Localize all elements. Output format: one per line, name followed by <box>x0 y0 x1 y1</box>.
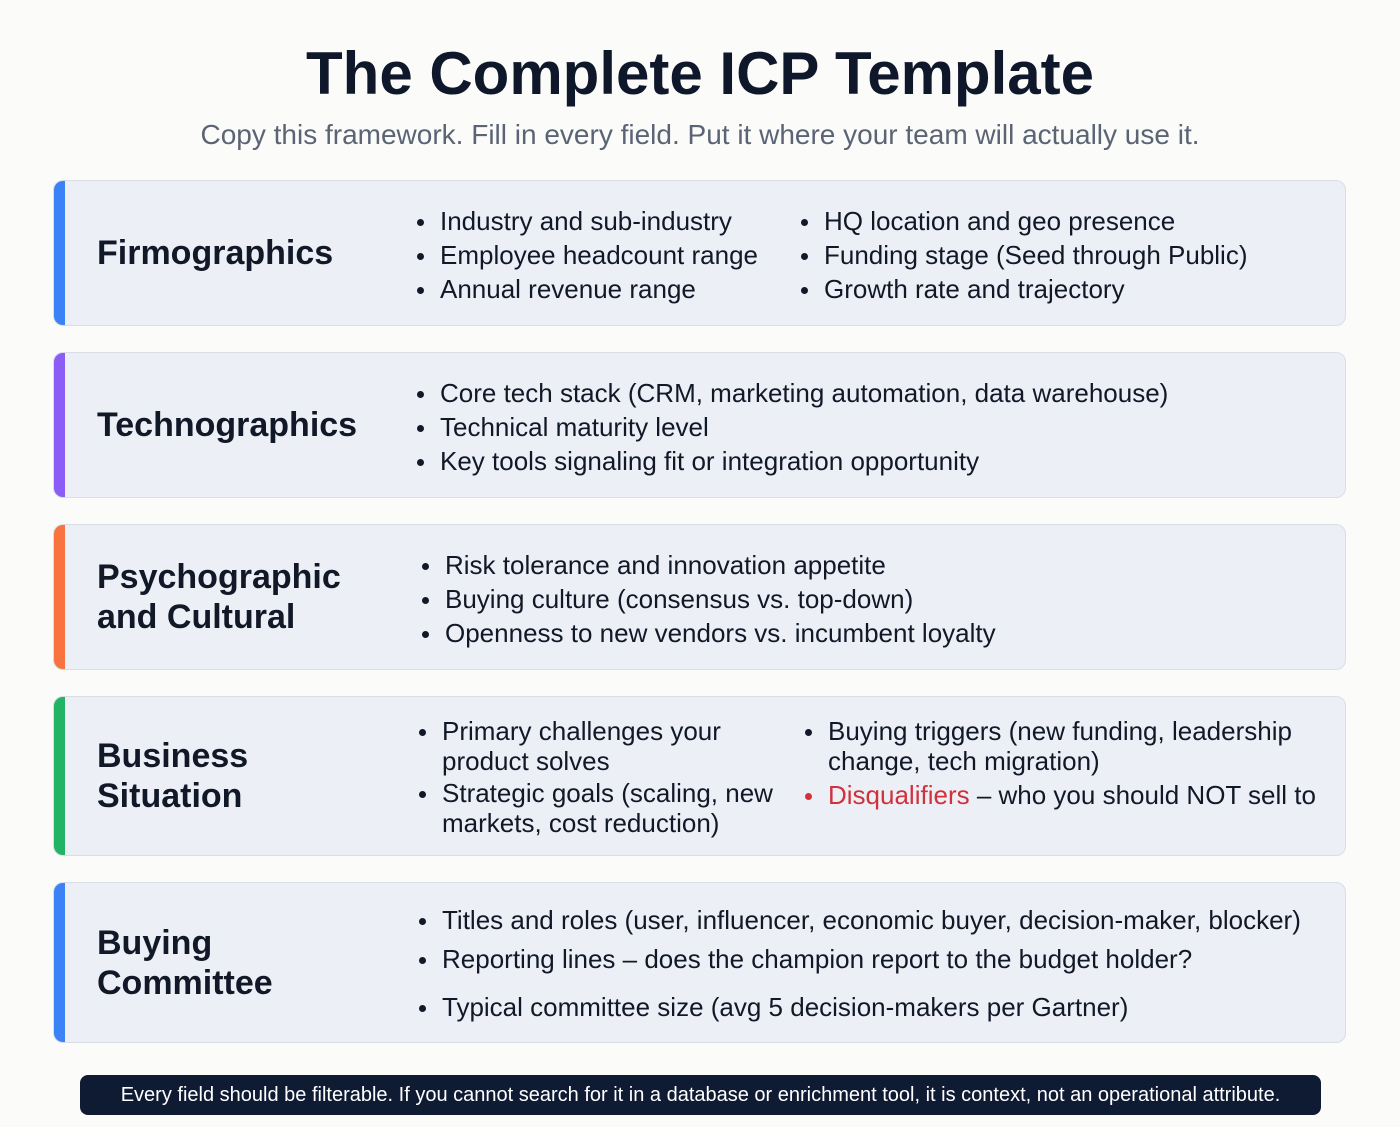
label-line: Business <box>97 737 249 775</box>
field-list-right: Buying triggers (new funding, leadership… <box>803 716 1316 812</box>
field-item: Risk tolerance and innovation appetite <box>420 548 996 582</box>
label-line: Situation <box>97 777 243 815</box>
accent-bar <box>54 181 65 325</box>
section-label: Technographics <box>97 406 358 444</box>
field-list: Risk tolerance and innovation appetite B… <box>420 548 996 650</box>
accent-bar <box>54 697 65 855</box>
section-label: Psychographic and Cultural <box>97 557 341 637</box>
field-item: Growth rate and trajectory <box>799 272 1248 306</box>
field-item: Strategic goals (scaling, new markets, c… <box>417 778 777 838</box>
label-line: Buying <box>97 923 213 962</box>
field-item: Technical maturity level <box>415 410 1168 444</box>
accent-bar <box>54 883 65 1042</box>
page-subtitle: Copy this framework. Fill in every field… <box>200 119 1200 150</box>
footer-note: Every field should be filterable. If you… <box>80 1075 1321 1115</box>
field-item: Employee headcount range <box>415 238 758 272</box>
field-item: Industry and sub-industry <box>415 204 758 238</box>
field-list: Titles and roles (user, influencer, econ… <box>417 903 1301 1024</box>
field-item: Buying culture (consensus vs. top-down) <box>420 582 996 616</box>
disqualifier-highlight: Disqualifiers <box>828 780 970 810</box>
field-list-left: Industry and sub-industry Employee headc… <box>415 204 758 306</box>
field-item: Annual revenue range <box>415 272 758 306</box>
field-list-right: HQ location and geo presence Funding sta… <box>799 204 1248 306</box>
section-technographics: Technographics Core tech stack (CRM, mar… <box>53 352 1346 498</box>
section-label: Firmographics <box>97 234 334 272</box>
field-item: Core tech stack (CRM, marketing automati… <box>415 376 1168 410</box>
section-label: Buying Committee <box>97 923 273 1003</box>
field-item: Buying triggers (new funding, leadership… <box>803 716 1303 776</box>
accent-bar <box>54 353 65 497</box>
field-item: Typical committee size (avg 5 decision-m… <box>417 990 1301 1024</box>
section-firmographics: Firmographics Industry and sub-industry … <box>53 180 1346 326</box>
section-psychographic: Psychographic and Cultural Risk toleranc… <box>53 524 1346 670</box>
accent-bar <box>54 525 65 669</box>
field-item: HQ location and geo presence <box>799 204 1248 238</box>
label-line: Psychographic <box>97 558 341 596</box>
label-line: and Cultural <box>97 598 296 636</box>
field-item: Openness to new vendors vs. incumbent lo… <box>420 616 996 650</box>
page-title: The Complete ICP Template <box>306 40 1094 107</box>
field-item: Key tools signaling fit or integration o… <box>415 444 1168 478</box>
field-list-left: Primary challenges your product solves S… <box>417 716 777 840</box>
label-line: Committee <box>97 963 273 1002</box>
section-buying-committee: Buying Committee Titles and roles (user,… <box>53 882 1346 1043</box>
field-item: Reporting lines – does the champion repo… <box>417 942 1301 976</box>
field-item: Primary challenges your product solves <box>417 716 777 776</box>
field-item: Titles and roles (user, influencer, econ… <box>417 903 1301 937</box>
section-label: Business Situation <box>97 736 248 816</box>
disqualifier-text: – who you should NOT sell to <box>969 780 1316 810</box>
disqualifier-item: Disqualifiers – who you should NOT sell … <box>803 778 1316 812</box>
field-list: Core tech stack (CRM, marketing automati… <box>415 376 1168 478</box>
field-item: Funding stage (Seed through Public) <box>799 238 1248 272</box>
section-business-situation: Business Situation Primary challenges yo… <box>53 696 1346 856</box>
